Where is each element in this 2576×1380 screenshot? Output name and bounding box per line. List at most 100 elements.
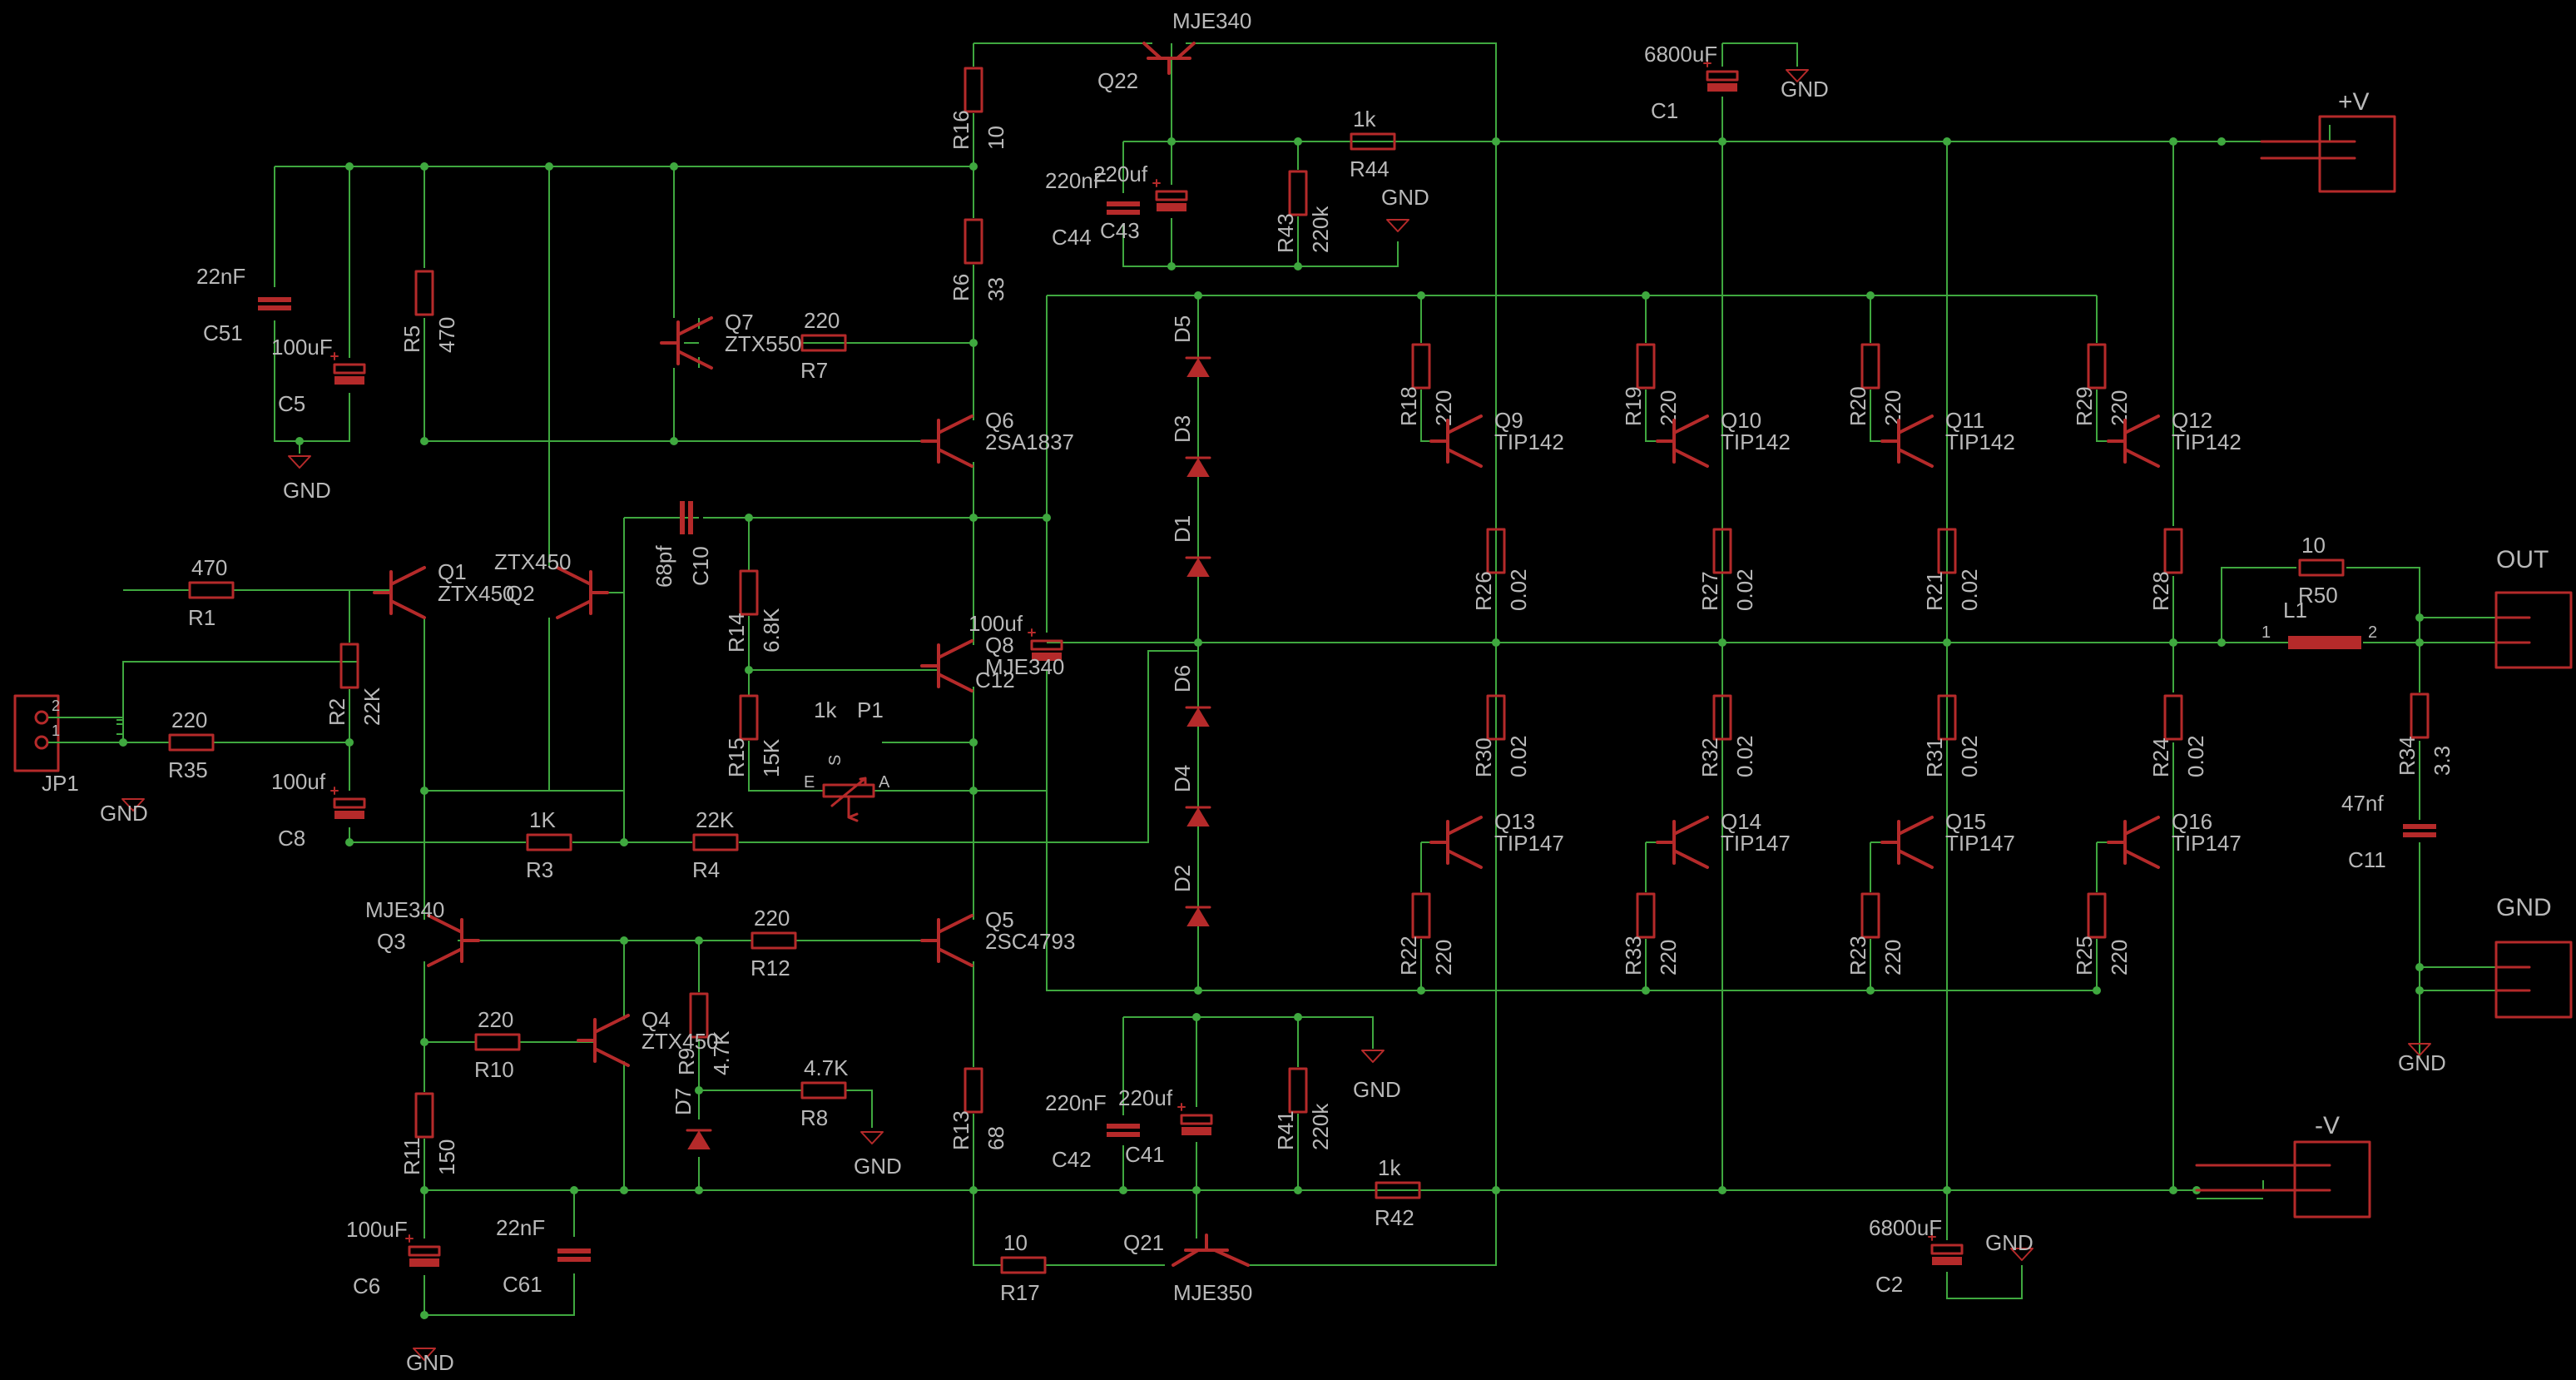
resistor-name: R34 xyxy=(2395,736,2420,776)
transistor-type: MJE340 xyxy=(1172,8,1251,33)
capacitor-value: 6800uF xyxy=(1869,1215,1942,1240)
inductor-l1: L1 1 2 xyxy=(2261,598,2377,649)
transistor-type: ZTX550 xyxy=(725,331,802,356)
resistor-value: 22K xyxy=(359,687,384,726)
capacitor-name: C43 xyxy=(1100,218,1140,243)
capacitor-name: C6 xyxy=(353,1273,380,1298)
connector-minus-v: -V xyxy=(2195,1112,2371,1219)
pot-value: 1k xyxy=(814,697,837,722)
transistor-name: Q12 xyxy=(2172,408,2212,433)
resistor-value: 220 xyxy=(1656,940,1681,975)
resistor-value: 4.7K xyxy=(804,1055,849,1080)
gnd-label: GND xyxy=(1985,1230,2034,1255)
resistor-value: 1K xyxy=(529,807,556,832)
transistor-type: TIP142 xyxy=(2172,429,2242,454)
connector-out: OUT xyxy=(2494,546,2573,669)
transistor-type: MJE340 xyxy=(985,654,1064,679)
transistor-name: Q2 xyxy=(506,581,535,606)
capacitor-value: 100uF xyxy=(346,1217,408,1242)
minus-v-label: -V xyxy=(2315,1112,2340,1139)
diode-name: D6 xyxy=(1170,665,1195,692)
resistor-name: R15 xyxy=(724,737,749,777)
jp1-pin-2: 2 xyxy=(52,697,60,714)
resistor-name: R41 xyxy=(1273,1110,1298,1150)
resistor-name: R6 xyxy=(949,274,973,301)
transistor-type: TIP142 xyxy=(1494,429,1564,454)
gnd-label: GND xyxy=(1781,77,1829,102)
resistor-value: 220 xyxy=(1880,390,1905,426)
transistor-type: 2SA1837 xyxy=(985,429,1074,454)
resistor-value: 220k xyxy=(1308,206,1333,253)
resistor-value: 220 xyxy=(804,308,840,333)
diode-d7: D7 xyxy=(671,1088,712,1149)
resistor-name: R33 xyxy=(1621,936,1646,975)
resistor-value: 6.8K xyxy=(759,608,784,653)
ground-symbol xyxy=(413,1348,436,1361)
resistor-value: 220 xyxy=(2107,390,2132,426)
diode-d1: D1 xyxy=(1170,515,1211,577)
transistor-type: TIP147 xyxy=(1721,831,1791,856)
connector-jp1: JP1 2 1 xyxy=(13,694,123,796)
resistor-name: R23 xyxy=(1845,936,1870,975)
resistor-r7: R7 220 xyxy=(800,308,847,383)
resistor-name: R30 xyxy=(1471,737,1496,777)
capacitor-value: 220uf xyxy=(1093,161,1148,186)
resistor-name: R22 xyxy=(1396,936,1421,975)
capacitor-name: C1 xyxy=(1651,98,1678,123)
pot-name: P1 xyxy=(857,697,884,722)
resistor-value: 1k xyxy=(1378,1155,1401,1180)
transistor-type: TIP147 xyxy=(1945,831,2015,856)
resistor-r33: R33 220 xyxy=(1621,892,1681,975)
capacitor-value: 22nF xyxy=(496,1215,545,1240)
resistor-name: R17 xyxy=(1000,1280,1040,1305)
resistor-name: R3 xyxy=(526,857,553,882)
diode-name: D3 xyxy=(1170,415,1195,443)
capacitor-name: C41 xyxy=(1125,1142,1165,1167)
resistor-name: R11 xyxy=(399,1137,424,1175)
resistor-name: R19 xyxy=(1621,386,1646,426)
transistor-type: MJE340 xyxy=(365,897,444,922)
transistor-type: MJE350 xyxy=(1173,1280,1252,1305)
capacitor-value: 100uf xyxy=(271,769,326,794)
capacitor-value: 100uf xyxy=(968,611,1023,636)
ground-symbol xyxy=(2010,1248,2034,1261)
gnd-label: GND xyxy=(100,801,148,826)
resistor-r14: R14 6.8K xyxy=(724,569,784,653)
capacitor-name: C42 xyxy=(1052,1147,1092,1172)
pot-pin-s: S xyxy=(826,755,845,766)
diode-name: D5 xyxy=(1170,315,1195,343)
resistor-name: R14 xyxy=(724,613,749,653)
resistor-name: R8 xyxy=(800,1105,828,1130)
transistor-type: TIP142 xyxy=(1721,429,1791,454)
resistor-name: R7 xyxy=(800,358,828,383)
transistor-name: Q5 xyxy=(985,907,1014,932)
transistor-type: ZTX450 xyxy=(438,581,515,606)
resistor-value: 220 xyxy=(2107,940,2132,975)
resistor-value: 220 xyxy=(171,707,207,732)
capacitor-name: C11 xyxy=(2348,847,2386,872)
resistor-name: R4 xyxy=(692,857,720,882)
resistor-value: 1k xyxy=(1353,107,1376,132)
transistor-type: ZTX450 xyxy=(642,1029,719,1054)
pot-pin-e: E xyxy=(804,773,815,792)
